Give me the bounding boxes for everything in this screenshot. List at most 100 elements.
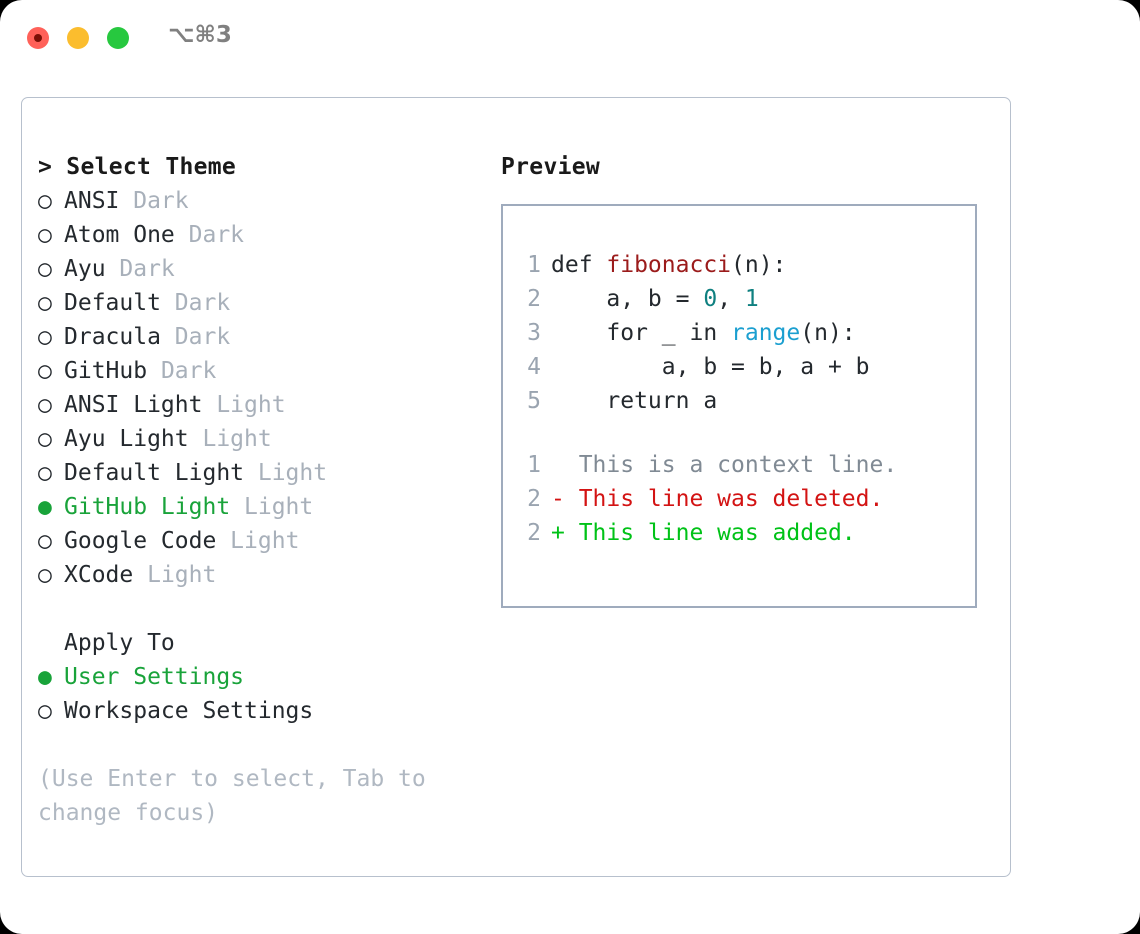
theme-name: GitHub — [64, 358, 148, 384]
theme-list[interactable]: ○ ANSI Dark ○ Atom One Dark ○ Ayu Dark ○ Defaul… — [38, 184, 478, 592]
theme-category: Light — [230, 494, 314, 520]
diff-line: 1 This is a context line. — [519, 448, 969, 482]
theme-list-item[interactable]: ○ Ayu Dark — [38, 252, 478, 286]
theme-category: Dark — [160, 290, 231, 316]
theme-category: Dark — [147, 358, 217, 384]
code-token: (n): — [800, 320, 856, 346]
apply-to-option[interactable]: ○ Workspace Settings — [38, 694, 478, 728]
theme-list-item[interactable]: ○ XCode Light — [38, 558, 478, 592]
code-token: 0 — [703, 286, 718, 312]
preview-heading: Preview — [501, 154, 601, 180]
radio-unselected-icon: ○ — [38, 256, 52, 282]
theme-list-item[interactable]: ○ ANSI Light Light — [38, 388, 478, 422]
diff-text: - This line was deleted. — [551, 486, 884, 512]
code-line: 1 def fibonacci(n): — [519, 248, 969, 282]
keyboard-hint: (Use Enter to select, Tab to change focu… — [38, 766, 426, 826]
theme-list-item[interactable]: ○Dracula Dark — [38, 320, 478, 354]
keyboard-shortcut-label: ⌥⌘3 — [168, 22, 232, 48]
theme-list-item[interactable]: ○ ANSI Dark — [38, 184, 478, 218]
apply-to-options[interactable]: ● User Settings ○ Workspace Settings — [38, 660, 478, 728]
code-line: 4 a, b = b, a + b — [519, 350, 969, 384]
close-button[interactable] — [27, 27, 49, 49]
apply-to-option[interactable]: ● User Settings — [38, 660, 478, 694]
code-line: 2 a, b = 0, 1 — [519, 282, 969, 316]
theme-name: Atom One — [64, 222, 175, 248]
title-bar: ⌥⌘3 — [0, 0, 1140, 76]
list-spacer — [38, 592, 478, 626]
theme-list-item[interactable]: ○ Default Dark — [38, 286, 478, 320]
radio-unselected-icon: ○ — [38, 528, 52, 554]
code-token: def — [551, 252, 607, 278]
theme-name: Ayu — [64, 256, 106, 282]
radio-unselected-icon: ○ — [38, 460, 52, 486]
theme-category: Dark — [119, 188, 189, 214]
theme-list-item[interactable]: ○ GitHub Dark — [38, 354, 478, 388]
code-token: (n): — [731, 252, 787, 278]
radio-unselected-icon: ○ — [38, 392, 52, 418]
radio-unselected-icon: ○ — [38, 290, 52, 316]
line-number: 1 — [527, 452, 541, 478]
theme-category: Dark — [160, 324, 231, 350]
diff-text: This is a context line. — [551, 452, 898, 478]
theme-name: ANSI — [64, 188, 120, 214]
theme-category: Dark — [105, 256, 175, 282]
theme-name: ANSI Light — [64, 392, 203, 418]
code-token: 1 — [744, 286, 759, 312]
radio-unselected-icon: ○ — [38, 358, 52, 384]
theme-list-item[interactable]: ● GitHub Light Light — [38, 490, 478, 524]
code-token: return a — [551, 388, 718, 414]
radio-unselected-icon: ○ — [38, 562, 52, 588]
theme-name: Google Code — [64, 528, 217, 554]
radio-unselected-icon: ○ — [38, 222, 52, 248]
line-number: 2 — [527, 286, 541, 312]
apply-to-option-label: Workspace Settings — [64, 698, 314, 724]
line-number: 3 — [527, 320, 541, 346]
line-number: 5 — [527, 388, 541, 414]
theme-name: Dracula — [64, 324, 161, 350]
code-token: fibonacci — [606, 252, 732, 278]
minimize-button[interactable] — [67, 27, 89, 49]
theme-category: Light — [244, 460, 328, 486]
code-token: for _ in — [551, 320, 732, 346]
radio-unselected-icon: ○ — [38, 188, 52, 214]
radio-selected-icon: ● — [38, 664, 52, 690]
theme-category: Light — [188, 426, 272, 452]
code-token: a, b = — [551, 286, 704, 312]
radio-selected-icon: ● — [38, 494, 52, 520]
code-token: , — [717, 286, 745, 312]
apply-to-heading-label: Apply To — [64, 630, 175, 656]
line-number: 1 — [527, 252, 541, 278]
code-token: range — [731, 320, 801, 346]
theme-list-item[interactable]: ○ Google Code Light — [38, 524, 478, 558]
diff-line: 2 - This line was deleted. — [519, 482, 969, 516]
select-theme-heading: > Select Theme — [38, 150, 478, 184]
theme-list-item[interactable]: ○ Ayu Light Light — [38, 422, 478, 456]
code-line: 3 for _ in range(n): — [519, 316, 969, 350]
code-line: 5 return a — [519, 384, 969, 418]
theme-name: XCode — [64, 562, 134, 588]
line-number: 2 — [527, 520, 541, 546]
radio-unselected-icon: ○ — [38, 426, 52, 452]
theme-name: GitHub Light — [64, 494, 231, 520]
theme-name: Default Light — [64, 460, 245, 486]
preview-divider — [519, 418, 969, 448]
radio-unselected-icon: ○ — [38, 698, 52, 724]
theme-list-item[interactable]: ○Atom One Dark — [38, 218, 478, 252]
line-number: 4 — [527, 354, 541, 380]
code-token: a, b = b, a + b — [551, 354, 870, 380]
line-number: 2 — [527, 486, 541, 512]
apply-to-heading: Apply To — [38, 626, 478, 660]
theme-list-item[interactable]: ○ Default Light Light — [38, 456, 478, 490]
theme-category: Light — [216, 528, 300, 554]
theme-selector-panel: > Select Theme ○ANSI Dark○Atom One Dark○… — [21, 97, 1011, 877]
zoom-button[interactable] — [107, 27, 129, 49]
diff-text: + This line was added. — [551, 520, 856, 546]
theme-name: Ayu Light — [64, 426, 189, 452]
theme-category: Light — [202, 392, 286, 418]
theme-category: Light — [133, 562, 217, 588]
theme-name: Default — [64, 290, 161, 316]
apply-to-option-label: User Settings — [64, 664, 245, 690]
